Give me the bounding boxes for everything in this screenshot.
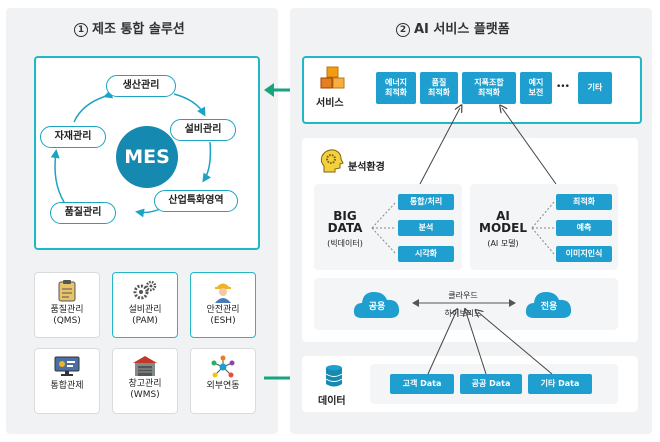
clipboard-icon [58,280,76,302]
tile-label: 통합관제 [50,381,84,391]
data-label: 데이터 [318,396,346,407]
mes-item-production: 생산관리 [106,75,176,97]
data-item-customer: 고객 Data [390,374,454,394]
ai-model-title: AI MODEL [479,209,527,235]
data-item-other: 기타 Data [528,374,592,394]
cloud-public-label: 공용 [368,302,386,312]
data-item-public: 공공 Data [460,374,522,394]
mes-cycle-arrows [50,89,212,218]
big-data-item-integrate: 통합/처리 [398,194,454,210]
big-data-connectors [371,201,397,255]
big-data-subtitle: (빅데이터) [327,239,363,248]
cloud-public-shape [353,292,400,318]
worker-icon [215,283,231,303]
gears-icon [133,280,157,300]
section-number: 2 [396,23,410,37]
ai-model-subtitle: (AI 모델) [487,239,519,248]
warehouse-icon [133,356,157,376]
tile-label: 창고관리 (WMS) [128,379,162,400]
tile-label: 품질관리 (QMS) [50,305,84,326]
big-data-item-visualize: 시각화 [398,246,454,262]
boxes-icon [320,66,345,89]
ai-model-item-predict: 예측 [556,220,612,236]
big-data-title: BIG DATA [327,209,363,235]
service-item-other: 기타 [578,72,612,104]
service-item-combination: 지폭조합 최적화 [462,72,516,104]
tile-control: 통합관제 [34,348,100,414]
mes-center: MES [116,126,178,188]
database-icon [325,365,343,387]
section-number: 1 [74,23,88,37]
service-item-quality: 품질 최적화 [420,72,458,104]
head-gear-icon [320,149,344,173]
service-item-energy: 에너지 최적화 [376,72,416,104]
tile-label: 설비관리 (PAM) [128,305,162,326]
ai-model-item-optimize: 최적화 [556,194,612,210]
tile-label: 외부연동 [206,381,240,391]
service-item-predictive: 예지 보전 [520,72,552,104]
mes-item-equipment: 설비관리 [170,119,236,141]
mes-item-industry: 산업특화영역 [154,190,238,212]
service-ellipsis: ••• [556,82,570,92]
flow-arrows [419,100,557,375]
tile-external: 외부연동 [190,348,256,414]
tile-qms: 품질관리 (QMS) [34,272,100,338]
analysis-label: 분석환경 [348,162,385,173]
network-icon [211,355,235,378]
tile-wms: 창고관리 (WMS) [112,348,178,414]
cloud-private-label: 전용 [540,302,558,312]
tile-esh: 안전관리 (ESH) [190,272,256,338]
monitor-icon [54,356,80,376]
cloud-mid-top: 클라우드 [448,291,478,300]
cloud-private-shape [525,292,572,318]
ai-model-connectors [531,201,555,255]
ai-model-item-image: 이미지인식 [556,246,612,262]
tile-pam: 설비관리 (PAM) [112,272,178,338]
big-data-item-analysis: 분석 [398,220,454,236]
tile-label: 안전관리 (ESH) [206,305,240,326]
mes-item-quality: 품질관리 [50,202,116,224]
cloud-bidirectional-arrow [412,299,516,307]
mes-item-material: 자재관리 [40,126,106,148]
service-label: 서비스 [316,98,344,109]
